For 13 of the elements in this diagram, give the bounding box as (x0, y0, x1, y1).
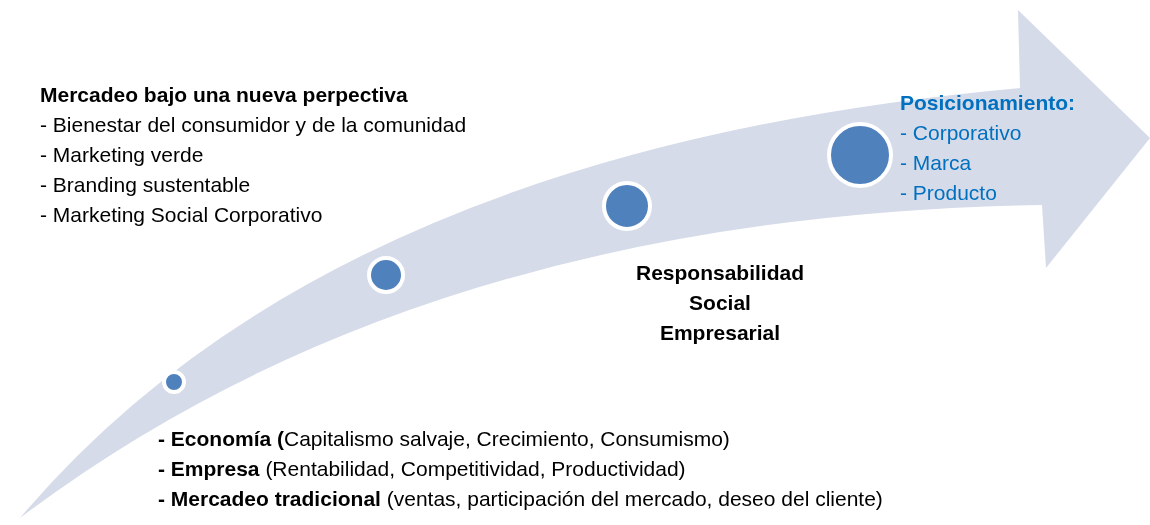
list-item: - Economía (Capitalismo salvaje, Crecimiento, Consumismo) (158, 426, 731, 452)
list-item: - Producto (900, 180, 998, 206)
list-item: - Corporativo (900, 120, 1023, 146)
heading-text: Posicionamiento: (900, 90, 1076, 116)
list-item: - Marca (900, 150, 973, 176)
list-item: - Empresa (Rentabilidad, Competitividad, Productividad) (158, 456, 687, 482)
heading-text: Mercadeo bajo una nueva perpectiva (40, 82, 409, 108)
list-item: - Mercadeo tradicional (ventas, participación del mercado, deseo del cliente) (158, 486, 883, 512)
heading-text: Responsabilidad Social Empresarial (635, 260, 805, 346)
list-item: - Marketing verde (40, 142, 205, 168)
list-item: - Bienestar del consumidor y de la comunidad (40, 112, 467, 138)
list-item: - Branding sustentable (40, 172, 252, 198)
list-item: - Marketing Social Corporativo (40, 202, 324, 228)
